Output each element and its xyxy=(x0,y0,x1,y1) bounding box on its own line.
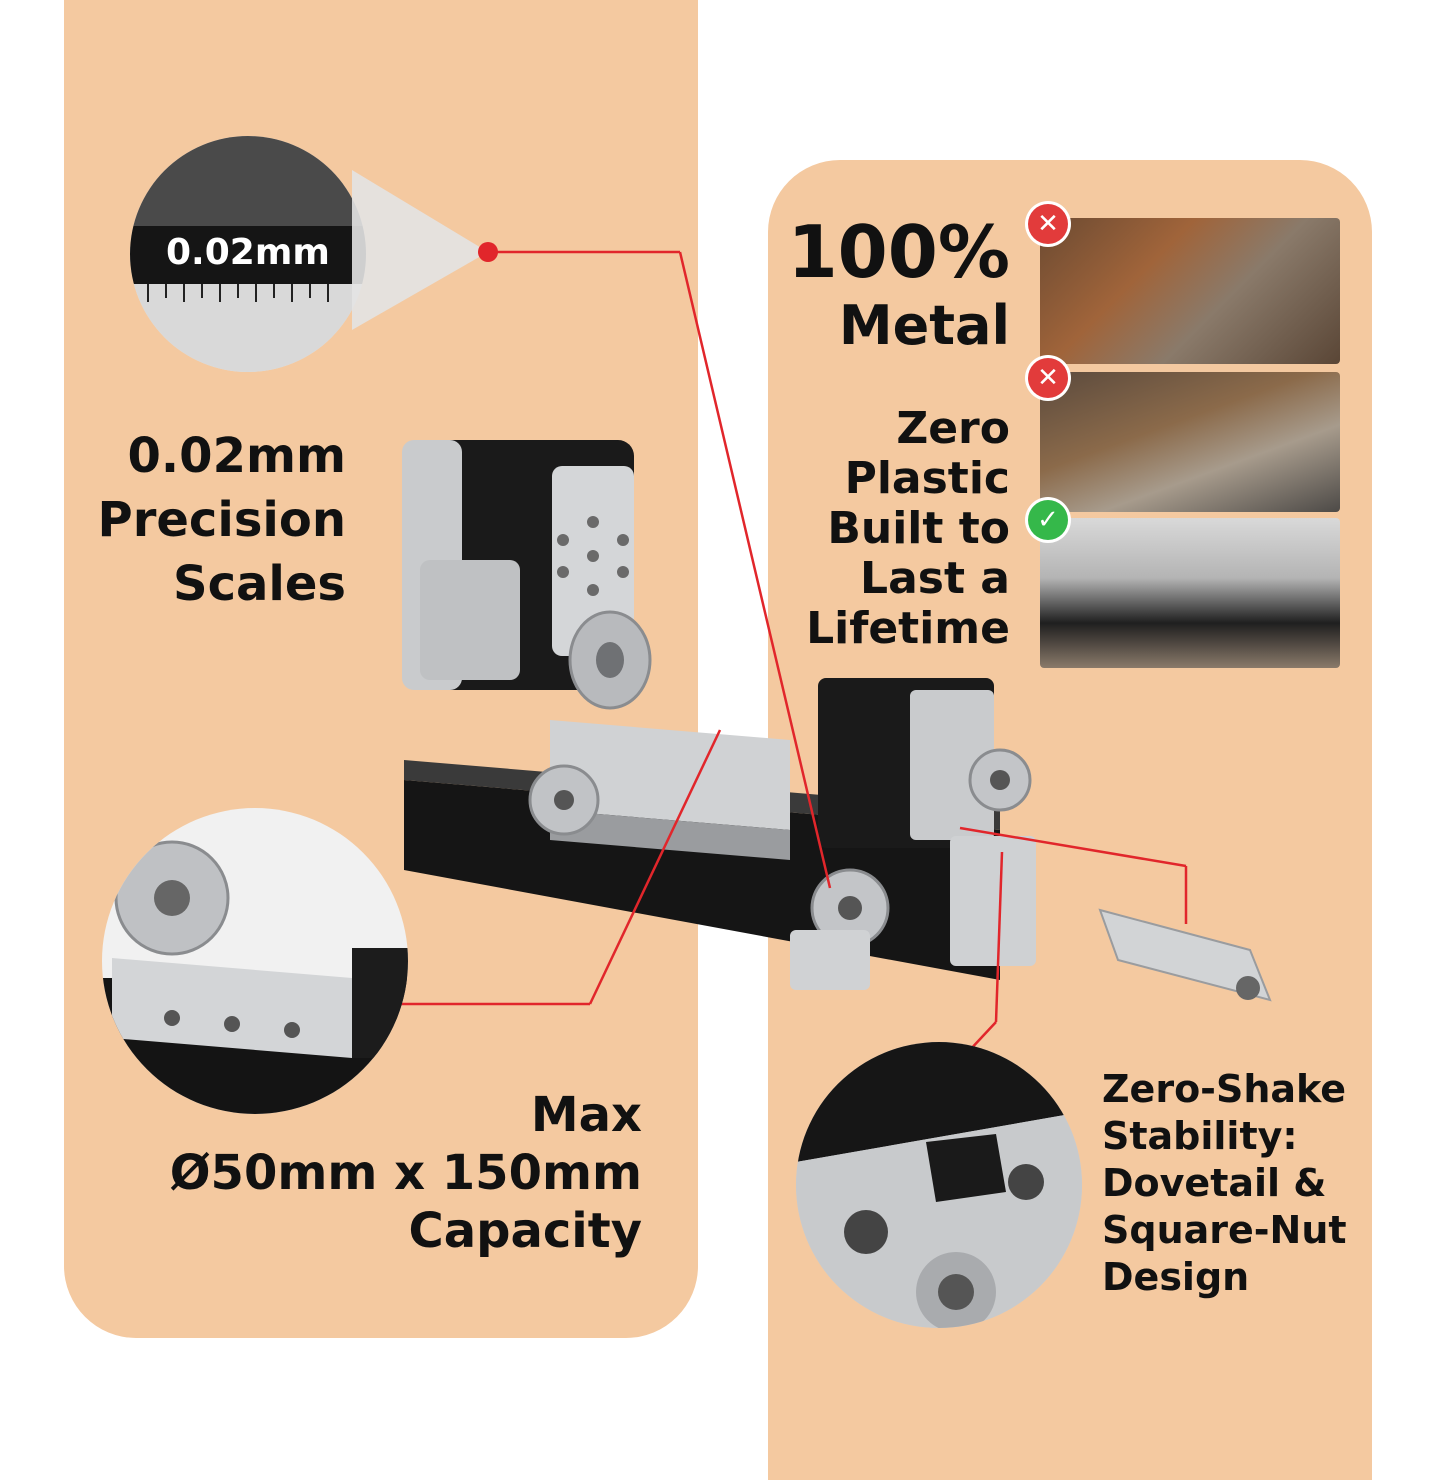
stability-line-1: Zero-Shake xyxy=(1102,1067,1347,1111)
precision-value: 0.02mm xyxy=(127,428,346,484)
solid-lathe-photo xyxy=(1040,518,1340,668)
capacity-line-3: Capacity xyxy=(408,1203,642,1259)
rusty-metal-photo xyxy=(1040,218,1340,364)
dovetail-zoom-circle xyxy=(796,1042,1082,1328)
capacity-callout: Max Ø50mm x 150mm Capacity xyxy=(170,1086,642,1260)
plastic-line-5: Lifetime xyxy=(806,603,1010,654)
cracked-plastic-photo xyxy=(1040,372,1340,512)
plastic-line-2: Plastic xyxy=(844,453,1010,504)
plastic-line-3: Built to xyxy=(827,503,1010,554)
saddle-zoom-circle xyxy=(102,808,408,1114)
capacity-line-1: Max xyxy=(530,1087,642,1143)
plastic-line-4: Last a xyxy=(860,553,1010,604)
stability-callout: Zero-Shake Stability: Dovetail & Square-… xyxy=(1102,1066,1347,1301)
precision-callout: 0.02mm Precision Scales xyxy=(98,424,346,616)
stability-line-2: Stability: xyxy=(1102,1114,1298,1158)
plastic-line-1: Zero xyxy=(896,403,1010,454)
cross-badge-icon: ✕ xyxy=(1028,204,1068,244)
check-badge-icon: ✓ xyxy=(1028,500,1068,540)
stability-line-5: Design xyxy=(1102,1255,1250,1299)
capacity-line-2: Ø50mm x 150mm xyxy=(169,1145,642,1201)
metal-percent: 100% xyxy=(787,210,1010,294)
scale-zoom-circle: 0.02mm xyxy=(130,136,366,372)
zoom-scale-label: 0.02mm xyxy=(166,232,330,273)
metal-callout: 100% Metal xyxy=(788,210,1010,358)
cross-badge-icon: ✕ xyxy=(1028,358,1068,398)
precision-label-2: Scales xyxy=(173,556,346,612)
stability-line-4: Square-Nut xyxy=(1102,1208,1347,1252)
lathe-illustration xyxy=(352,170,1272,1053)
stability-line-3: Dovetail & xyxy=(1102,1161,1327,1205)
precision-label: Precision xyxy=(97,492,346,548)
plastic-callout: Zero Plastic Built to Last a Lifetime xyxy=(806,404,1010,654)
metal-label: Metal xyxy=(838,294,1010,357)
